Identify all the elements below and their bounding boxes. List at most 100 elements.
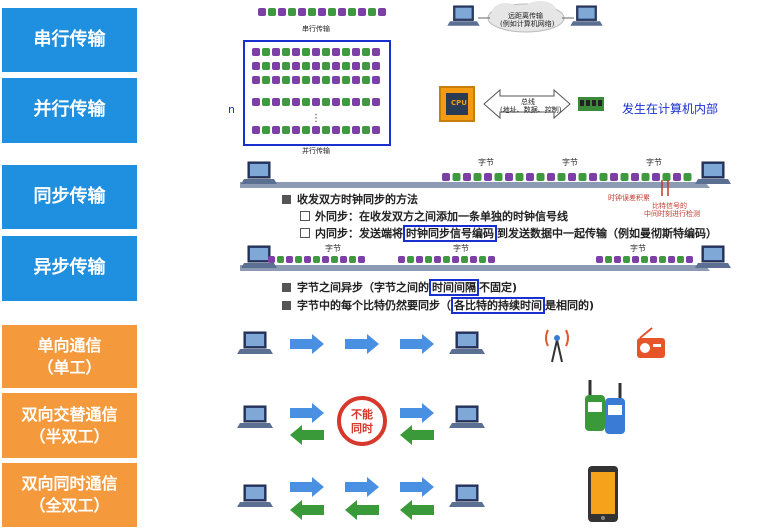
bit-cell (641, 173, 650, 181)
bit-cell (292, 126, 300, 134)
bit-cell (268, 256, 275, 263)
bit-cell (322, 98, 330, 106)
bit-cell (338, 8, 346, 16)
sync-internal: 内同步：发送端将时钟同步信号编码到发送数据中一起传输（例如曼彻斯特编码） (300, 225, 717, 242)
bit-cell (262, 48, 270, 56)
bit-cell (272, 76, 280, 84)
bit-cell (322, 76, 330, 84)
laptop-icon (448, 405, 486, 429)
bit-cell (282, 126, 290, 134)
walkie-talkie-icon (585, 380, 625, 434)
bit-cell (515, 173, 524, 181)
bit-cell (547, 173, 555, 181)
bit-cell (342, 76, 350, 84)
bit-cell (349, 256, 356, 263)
bit-cell (272, 126, 280, 134)
laptop-icon (236, 331, 274, 355)
bit-cell (452, 173, 461, 181)
bit-cell (358, 8, 366, 16)
bit-cell (673, 173, 681, 181)
cpu-label: CPU (451, 99, 467, 107)
bit-cell (312, 98, 320, 106)
serial-bit-row (258, 8, 386, 16)
bit-cell (557, 173, 566, 181)
bit-cell (610, 173, 618, 181)
bit-cell (348, 8, 356, 16)
parallel-caption: 并行传输 (302, 147, 330, 155)
bit-cell (342, 126, 350, 134)
bit-cell (318, 8, 326, 16)
bit-cell (298, 8, 306, 16)
bit-cell (652, 173, 660, 181)
bit-cell (282, 98, 290, 106)
bit-cell (352, 48, 360, 56)
async-byte-label-1: 字节 (325, 244, 341, 253)
bit-cell (352, 126, 360, 134)
arrow-right-icon (290, 334, 324, 354)
cpu-icon (439, 86, 475, 122)
bit-cell (484, 173, 492, 181)
bit-cell (272, 98, 280, 106)
bit-cell (288, 8, 296, 16)
bit-cell (332, 76, 340, 84)
bit-cell (322, 48, 330, 56)
async-line1: 字节之间异步（字节之间的时间间隔不固定) (282, 279, 517, 296)
bit-cell (362, 48, 370, 56)
arrow-right-icon (345, 477, 379, 497)
radio-icon (637, 327, 665, 358)
bit-cell (282, 48, 290, 56)
arrow-right-icon (290, 403, 324, 423)
bit-cell (286, 256, 293, 263)
bit-cell (262, 62, 270, 70)
label-full-duplex-line2: （全双工） (29, 496, 110, 515)
bit-cell (352, 98, 360, 106)
bit-cell (282, 62, 290, 70)
bit-cell (479, 256, 486, 263)
cloud-label-line1: 远距离传输 (508, 12, 543, 20)
sync-byte-label-2: 字节 (562, 158, 578, 167)
bit-cell (568, 173, 576, 181)
bit-cell (304, 256, 311, 263)
arrow-left-icon (400, 425, 434, 445)
bit-cell (650, 256, 657, 263)
bit-cell (313, 256, 320, 263)
arrow-left-icon (290, 425, 324, 445)
async-byte-label-2: 字节 (453, 244, 469, 253)
bit-cell (505, 173, 513, 181)
bit-cell (641, 256, 648, 263)
bit-cell (352, 76, 360, 84)
cloud-label-line2: (例如计算机网络) (500, 20, 555, 28)
bit-cell (407, 256, 414, 263)
bit-cell (332, 62, 340, 70)
bit-cell (452, 256, 459, 263)
bit-cell (292, 62, 300, 70)
bit-cell (262, 98, 270, 106)
bit-cell (526, 173, 534, 181)
bit-cell (536, 173, 545, 181)
bit-cell (596, 256, 603, 263)
bit-cell (463, 173, 471, 181)
laptop-icon (448, 484, 486, 508)
bit-cell (425, 256, 432, 263)
async-line2: 字节中的每个比特仍然要同步（各比特的持续时间是相同的) (282, 297, 594, 314)
bit-detect-note-2: 中间时刻进行检测 (644, 210, 700, 218)
bit-cell (372, 126, 380, 134)
label-simplex: 单向通信（单工） (2, 325, 137, 388)
bit-cell (659, 256, 666, 263)
bit-cell (683, 173, 692, 181)
bit-cell (368, 8, 376, 16)
bus-title: 总线 (521, 98, 535, 106)
bit-cell (473, 173, 482, 181)
bit-cell (302, 126, 310, 134)
bit-cell (686, 256, 693, 263)
bit-cell (488, 256, 495, 263)
bit-cell (362, 126, 370, 134)
bit-cell (302, 98, 310, 106)
no-simultaneous-badge: 不能 同时 (337, 396, 387, 446)
laptop-icon (446, 5, 481, 27)
arrow-left-icon (290, 500, 324, 520)
serial-caption: 串行传输 (302, 25, 330, 33)
bit-cell (302, 48, 310, 56)
bit-cell (332, 126, 340, 134)
bit-cell (252, 62, 260, 70)
